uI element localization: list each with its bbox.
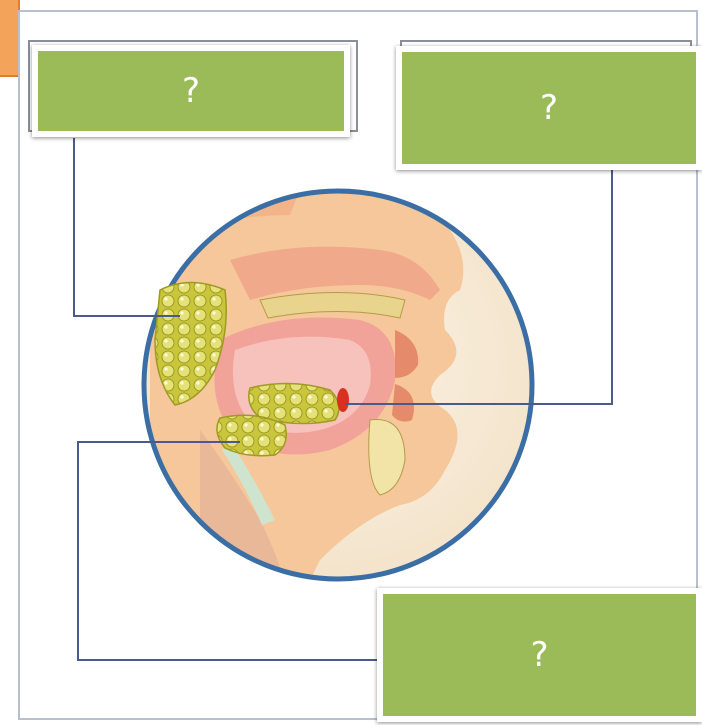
- submandibular-gland: [217, 415, 286, 455]
- duct-opening: [337, 388, 349, 412]
- label-box-top-left[interactable]: ?: [32, 45, 350, 137]
- label-box-top-right[interactable]: ?: [396, 46, 702, 170]
- label-text-top-left: ?: [182, 71, 200, 111]
- label-text-bottom-right: ?: [530, 635, 548, 675]
- label-text-top-right: ?: [540, 88, 558, 128]
- label-box-bottom-right[interactable]: ?: [377, 588, 702, 722]
